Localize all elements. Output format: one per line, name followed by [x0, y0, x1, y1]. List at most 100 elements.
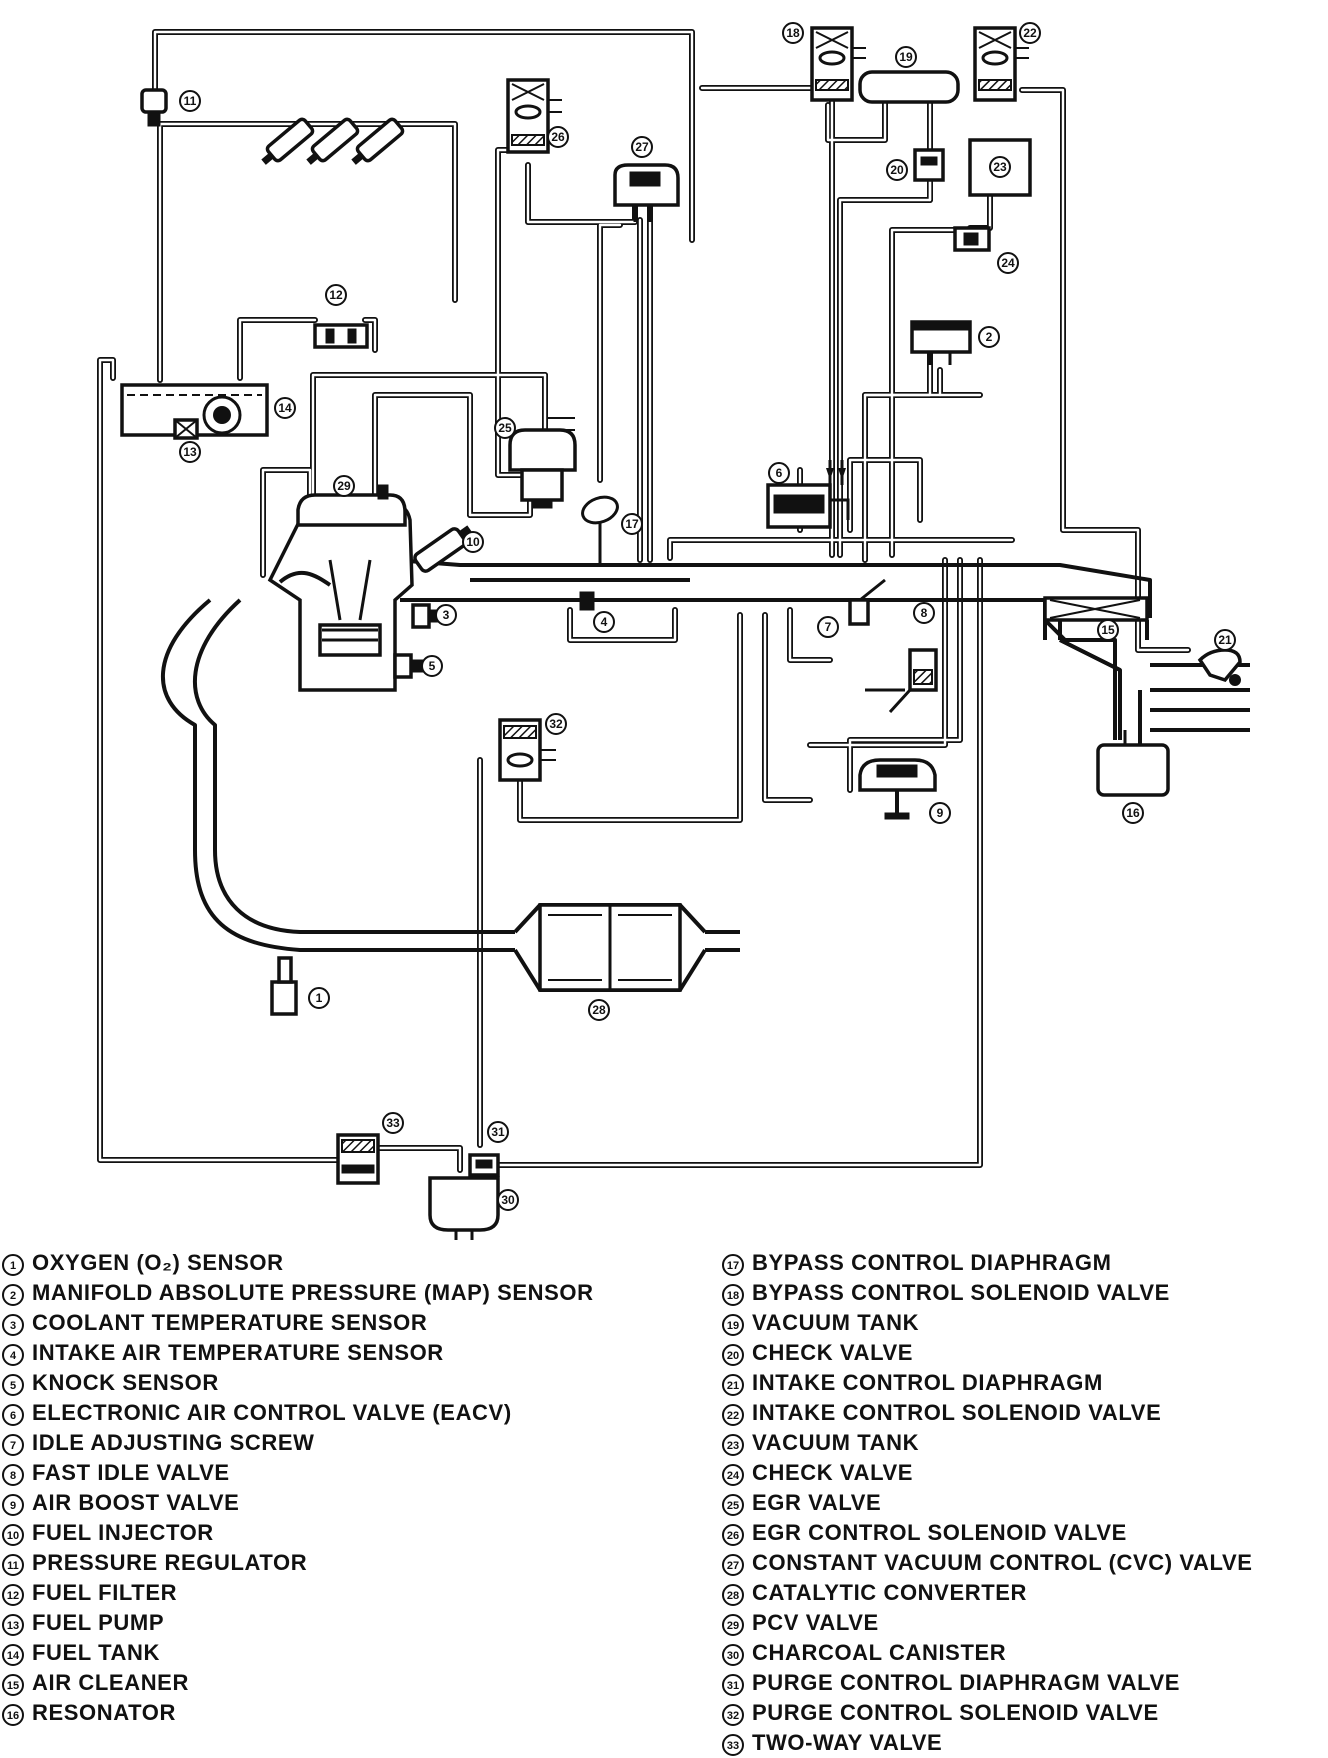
intake-control-diaphragm	[1197, 648, 1242, 686]
legend-label: RESONATOR	[32, 1700, 176, 1725]
legend-label: PCV VALVE	[752, 1610, 879, 1635]
check-valve-20	[913, 148, 945, 182]
legend-item: 27 CONSTANT VACUUM CONTROL (CVC) VALVE	[722, 1548, 1253, 1578]
knock-sensor	[393, 653, 424, 679]
legend-number: 10	[2, 1524, 24, 1546]
legend-label: TWO-WAY VALVE	[752, 1730, 943, 1755]
legend-number: 32	[722, 1704, 744, 1726]
callout-5: 5	[421, 655, 443, 677]
charcoal-canister	[428, 1153, 500, 1240]
legend-label: CHECK VALVE	[752, 1460, 914, 1485]
svg-text:3: 3	[443, 608, 450, 622]
legend-number: 21	[722, 1374, 744, 1396]
callout-12: 12	[325, 284, 347, 306]
svg-text:16: 16	[1126, 806, 1140, 820]
callout-14: 14	[274, 397, 296, 419]
svg-text:21: 21	[1218, 633, 1232, 647]
resonator	[1096, 730, 1170, 797]
legend-label: CATALYTIC CONVERTER	[752, 1580, 1028, 1605]
legend-number: 28	[722, 1584, 744, 1606]
legend-label: EGR CONTROL SOLENOID VALVE	[752, 1520, 1127, 1545]
svg-text:17: 17	[625, 517, 639, 531]
air-cleaner	[1059, 638, 1121, 672]
legend-label: BYPASS CONTROL SOLENOID VALVE	[752, 1280, 1170, 1305]
svg-text:18: 18	[786, 26, 800, 40]
svg-text:32: 32	[549, 717, 563, 731]
legend-number: 22	[722, 1404, 744, 1426]
svg-text:2: 2	[986, 330, 993, 344]
legend-number: 26	[722, 1524, 744, 1546]
legend-label: FAST IDLE VALVE	[32, 1460, 230, 1485]
callout-33: 33	[382, 1112, 404, 1134]
legend-number: 11	[2, 1554, 24, 1576]
legend-number: 27	[722, 1554, 744, 1576]
legend-number: 8	[2, 1464, 24, 1486]
callout-6: 6	[768, 462, 790, 484]
svg-text:4: 4	[601, 615, 608, 629]
purge-control-solenoid	[498, 718, 556, 782]
idle-adjusting-screw	[848, 578, 886, 626]
legend-label: CHARCOAL CANISTER	[752, 1640, 1007, 1665]
legend-label: CONSTANT VACUUM CONTROL (CVC) VALVE	[752, 1550, 1253, 1575]
legend-number: 3	[2, 1314, 24, 1336]
two-way-valve	[336, 1133, 380, 1185]
legend-number: 7	[2, 1434, 24, 1456]
callout-28: 28	[588, 999, 610, 1021]
callout-8: 8	[913, 602, 935, 624]
legend-label: KNOCK SENSOR	[32, 1370, 219, 1395]
svg-text:9: 9	[937, 806, 944, 820]
legend-item: 21 INTAKE CONTROL DIAPHRAGM	[722, 1368, 1253, 1398]
callout-9: 9	[929, 802, 951, 824]
legend-item: 28 CATALYTIC CONVERTER	[722, 1578, 1253, 1608]
fuel-filter	[313, 323, 369, 349]
svg-text:25: 25	[498, 421, 512, 435]
legend-label: COOLANT TEMPERATURE SENSOR	[32, 1310, 428, 1335]
svg-text:14: 14	[278, 401, 292, 415]
legend-label: ELECTRONIC AIR CONTROL VALVE (EACV)	[32, 1400, 512, 1425]
svg-text:26: 26	[551, 130, 565, 144]
legend-label: OXYGEN (O₂) SENSOR	[32, 1250, 284, 1275]
svg-text:5: 5	[429, 659, 436, 673]
legend-label: PRESSURE REGULATOR	[32, 1550, 308, 1575]
legend-item: 11 PRESSURE REGULATOR	[2, 1548, 594, 1578]
legend-number: 14	[2, 1644, 24, 1666]
legend-label: PURGE CONTROL DIAPHRAGM VALVE	[752, 1670, 1181, 1695]
callout-1: 1	[308, 987, 330, 1009]
legend-number: 23	[722, 1434, 744, 1456]
callout-21: 21	[1214, 629, 1236, 651]
legend-label: AIR BOOST VALVE	[32, 1490, 240, 1515]
svg-text:6: 6	[776, 466, 783, 480]
legend-number: 9	[2, 1494, 24, 1516]
svg-text:29: 29	[337, 479, 351, 493]
svg-text:19: 19	[899, 50, 913, 64]
svg-text:8: 8	[921, 606, 928, 620]
legend-number: 1	[2, 1254, 24, 1276]
svg-text:12: 12	[329, 288, 343, 302]
eacv	[766, 460, 850, 529]
callout-29: 29	[333, 475, 355, 497]
bypass-control-diaphragm	[581, 495, 619, 565]
oxygen-sensor	[270, 956, 298, 1016]
legend-item: 8 FAST IDLE VALVE	[2, 1458, 594, 1488]
vacuum-hoses	[97, 29, 1191, 1173]
legend-label: INTAKE AIR TEMPERATURE SENSOR	[32, 1340, 444, 1365]
bypass-control-solenoid	[810, 26, 866, 102]
svg-text:27: 27	[635, 140, 649, 154]
legend-number: 33	[722, 1734, 744, 1756]
catalytic-converter	[538, 903, 682, 992]
svg-text:22: 22	[1023, 26, 1037, 40]
legend-label: INTAKE CONTROL DIAPHRAGM	[752, 1370, 1103, 1395]
legend-number: 19	[722, 1314, 744, 1336]
